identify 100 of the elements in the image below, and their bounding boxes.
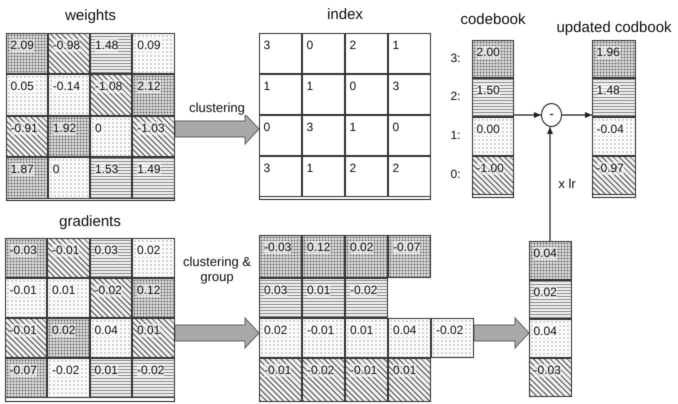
value-cell	[528, 280, 572, 318]
value-cell	[345, 318, 388, 358]
value-cell	[302, 358, 345, 402]
cell-value: 0.02	[137, 244, 160, 256]
cell-value: 2.09	[10, 38, 34, 52]
row-index-label: 2:	[450, 89, 460, 104]
cell-value: 1.92	[52, 122, 76, 134]
arrow	[562, 112, 592, 118]
cell-value: 0.02	[264, 324, 288, 337]
value-cell	[592, 78, 636, 117]
value-cell	[302, 156, 344, 196]
cell-value: 2	[350, 38, 356, 52]
arrow	[547, 127, 553, 241]
cell-value: 1.96	[596, 46, 620, 58]
row-index-label: 0:	[450, 166, 460, 181]
cell-value: -0.01	[10, 284, 37, 296]
cell-value: 3	[264, 162, 270, 174]
cell-value: 1.50	[476, 84, 500, 98]
value-cell	[132, 157, 174, 198]
block-arrow	[474, 316, 530, 350]
value-cell	[302, 235, 345, 278]
cell-value: 1.48	[596, 84, 620, 98]
value-cell	[528, 240, 572, 280]
cell-value: 0	[95, 122, 102, 134]
value-cell	[388, 32, 430, 74]
value-cell	[6, 32, 48, 74]
cell-value: -0.02	[350, 284, 378, 297]
cell-value: -0.97	[596, 162, 624, 175]
value-cell	[90, 32, 132, 74]
value-cell	[344, 156, 388, 196]
value-cell	[132, 32, 174, 74]
arrow	[514, 112, 541, 118]
cell-value: 1.87	[10, 163, 34, 176]
cell-value: 1	[306, 80, 314, 92]
cell-value: -1.08	[95, 80, 122, 93]
matrix-title: updated codbook	[556, 19, 672, 36]
value-cell	[388, 156, 430, 196]
row-index-label: 3:	[450, 50, 460, 64]
value-cell	[90, 116, 132, 157]
cell-value: 2	[392, 162, 400, 174]
matrix-title: index	[327, 6, 363, 23]
cell-value: 0.04	[94, 324, 118, 336]
value-cell	[4, 238, 47, 278]
value-cell	[592, 40, 636, 78]
value-cell	[47, 358, 90, 398]
cell-value: 1	[350, 120, 356, 134]
cell-value: -0.01	[307, 324, 334, 337]
value-cell	[258, 32, 302, 74]
value-cell	[6, 116, 48, 157]
cell-value: -0.07	[393, 241, 420, 254]
cell-value: 1.48	[95, 38, 118, 52]
value-cell	[47, 238, 90, 278]
cell-value: -0.01	[10, 324, 37, 336]
value-cell	[592, 156, 636, 194]
value-cell	[302, 74, 344, 114]
value-cell	[388, 114, 430, 156]
cell-value: 1	[306, 162, 314, 174]
row-index-label: 1:	[450, 128, 460, 142]
value-cell	[90, 278, 132, 318]
cell-value: -0.01	[52, 244, 80, 256]
cell-value: -1.03	[137, 122, 165, 134]
value-cell	[431, 318, 474, 358]
value-cell	[90, 74, 132, 116]
value-cell	[132, 116, 174, 157]
value-cell	[259, 358, 302, 402]
value-cell	[258, 156, 302, 196]
cell-value: 3	[392, 80, 400, 92]
cell-value: 0	[350, 80, 356, 92]
cell-value: -0.04	[596, 123, 624, 136]
cell-value: 0.02	[534, 286, 557, 298]
value-cell	[132, 238, 174, 278]
value-cell	[6, 157, 48, 198]
value-cell	[6, 74, 48, 116]
value-cell	[592, 117, 636, 156]
value-cell	[90, 318, 132, 358]
cell-value: -0.98	[52, 38, 80, 52]
cell-value: 2.12	[137, 80, 161, 93]
cell-value: 0.03	[94, 244, 118, 256]
value-cell	[132, 278, 174, 318]
cell-value: 0	[306, 38, 314, 52]
cell-value: 0.01	[393, 364, 416, 377]
cell-value: 0.04	[393, 324, 416, 337]
cell-value: 0.01	[350, 324, 374, 337]
cell-value: -0.07	[10, 364, 37, 376]
cell-value: 0.04	[534, 246, 557, 260]
cell-value: -0.14	[52, 80, 80, 93]
value-cell	[302, 318, 345, 358]
cell-value: 1	[392, 38, 400, 52]
value-cell	[4, 318, 47, 358]
value-cell	[345, 278, 388, 318]
value-cell	[259, 235, 302, 278]
cell-value: 3	[306, 120, 314, 134]
cell-value: -0.03	[534, 364, 561, 376]
cell-value: -0.01	[264, 364, 292, 377]
cell-value: 0	[264, 120, 270, 134]
cell-value: -1.00	[476, 162, 504, 175]
cell-value: 0	[392, 120, 400, 134]
value-cell	[388, 358, 431, 402]
cell-value: 0.01	[52, 284, 76, 296]
value-cell	[302, 114, 344, 156]
